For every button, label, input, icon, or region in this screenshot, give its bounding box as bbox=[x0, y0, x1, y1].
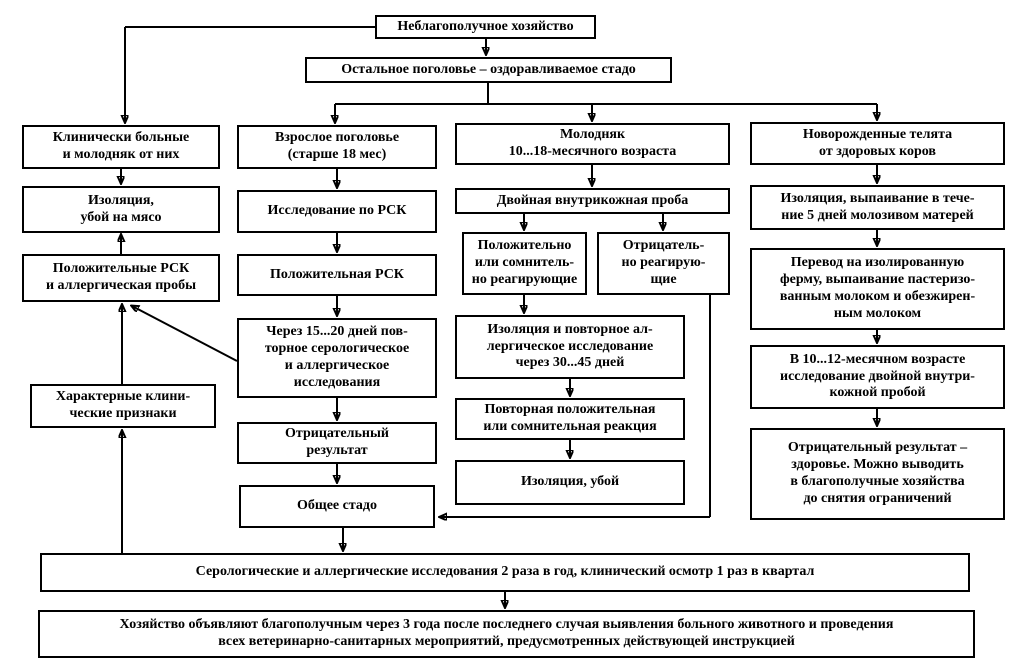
box-farm-declared-healthy: Хозяйство объявляют благополучным через … bbox=[38, 610, 975, 658]
box-isolation-slaughter: Изоляция, убой bbox=[455, 460, 685, 505]
box-repeat-serological: Через 15...20 дней пов-торное серологиче… bbox=[237, 318, 437, 398]
box-isolation-colostrum: Изоляция, выпаивание в тече-ние 5 дней м… bbox=[750, 185, 1005, 230]
box-common-herd: Общее стадо bbox=[239, 485, 435, 528]
box-adult-stock: Взрослое поголовье(старше 18 мес) bbox=[237, 125, 437, 169]
box-clinical-signs: Характерные клини-ческие признаки bbox=[30, 384, 216, 428]
box-double-intradermal-test: Двойная внутрикожная проба bbox=[455, 188, 730, 214]
box-rsk-testing: Исследование по РСК bbox=[237, 190, 437, 233]
box-remaining-herd: Остальное поголовье – оздоравливаемое ст… bbox=[305, 57, 672, 83]
box-unfavorable-farm: Неблагополучное хозяйство bbox=[375, 15, 596, 39]
box-negative-reactors: Отрицатель-но реагирую-щие bbox=[597, 232, 730, 295]
box-isolation-slaughter-meat: Изоляция,убой на мясо bbox=[22, 186, 220, 233]
box-isolation-repeat-allergy: Изоляция и повторное ал-лергическое иссл… bbox=[455, 315, 685, 379]
box-positive-rsk-result: Положительная РСК bbox=[237, 254, 437, 296]
box-routine-examinations: Серологические и аллергические исследова… bbox=[40, 553, 970, 592]
box-negative-healthy: Отрицательный результат –здоровье. Можно… bbox=[750, 428, 1005, 520]
